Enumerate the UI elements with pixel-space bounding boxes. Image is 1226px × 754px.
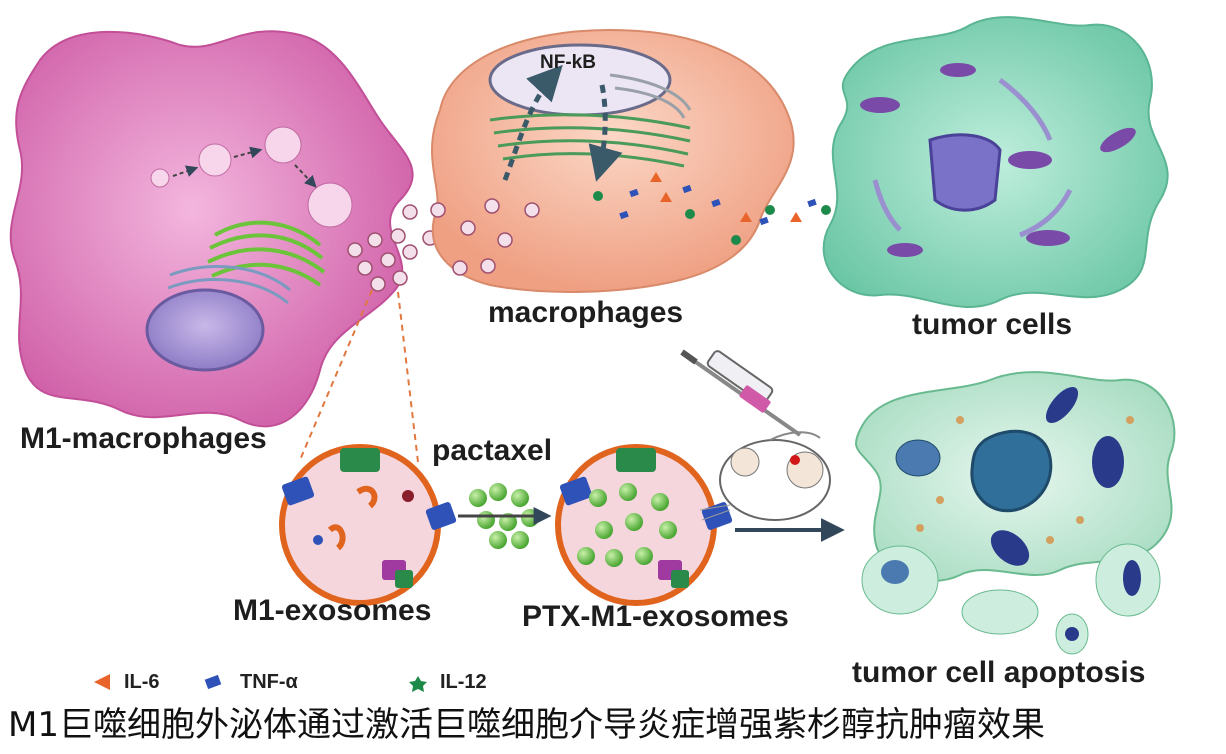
- m1-macrophage-cell: [9, 30, 438, 463]
- tumor-cell: [822, 16, 1169, 308]
- legend-il12-label: IL-12: [440, 671, 487, 693]
- m1-exosomes-label: M1-exosomes: [233, 594, 432, 627]
- mouse-icon: [699, 431, 831, 521]
- figure-caption: M1巨噬细胞外泌体通过激活巨噬细胞介导炎症增强紫杉醇抗肿瘤效果: [8, 705, 1045, 745]
- m1-macrophages-label: M1-macrophages: [20, 422, 267, 455]
- legend-il6-label: IL-6: [124, 671, 160, 693]
- secreted-exosomes: [347, 204, 438, 292]
- apoptotic-tumor-cell: [855, 371, 1176, 655]
- macrophages-label: macrophages: [488, 296, 684, 329]
- tumor-cells-label: tumor cells: [912, 308, 1073, 341]
- tnf-alpha-block-icon: [204, 674, 222, 690]
- il6-triangle-icon: [94, 674, 110, 690]
- syringe-icon: [680, 349, 802, 437]
- il12-star-icon: [409, 676, 427, 692]
- nf-kb-label: NF-kB: [540, 52, 596, 73]
- pactaxel-label: pactaxel: [432, 434, 553, 467]
- ptx-m1-exosomes-label: PTX-M1-exosomes: [522, 600, 789, 633]
- tumor-cell-apoptosis-label: tumor cell apoptosis: [852, 656, 1146, 689]
- legend-tnf-alpha-label: TNF-α: [240, 671, 298, 693]
- macrophage-cell: [430, 28, 831, 293]
- legend-icons: [94, 674, 427, 692]
- ptx-m1-exosome: [555, 444, 733, 606]
- m1-exosome: [279, 444, 457, 606]
